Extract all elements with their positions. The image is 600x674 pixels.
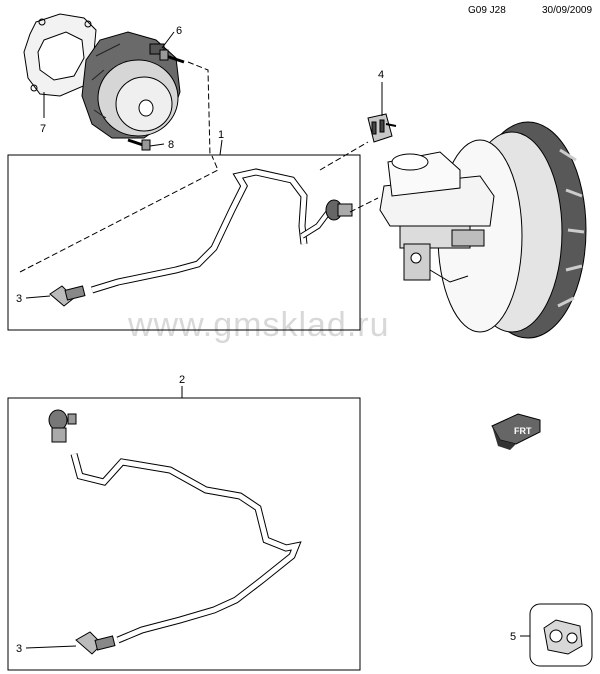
vacuum-check-valve [367, 113, 397, 143]
hose-2-top-fitting [48, 409, 77, 443]
hose-2-bottom-fitting [75, 631, 116, 655]
callout-leaders [25, 31, 530, 649]
diagram-date: 30/09/2009 [542, 5, 593, 16]
callout-8: 8 [168, 139, 174, 151]
callout-3b: 3 [16, 643, 22, 655]
hose-2-frame [7, 397, 361, 671]
master-cylinder [379, 151, 495, 283]
callout-3a: 3 [16, 293, 22, 305]
pump-gasket [23, 13, 101, 97]
diagram-code: G09 J28 [468, 5, 506, 16]
hose-1-dashed-links [19, 61, 379, 273]
callout-2: 2 [179, 374, 185, 386]
callout-7: 7 [40, 123, 46, 135]
front-direction-icon: FRT [491, 413, 541, 450]
callout-5: 5 [510, 631, 516, 643]
front-direction-label: FRT [514, 426, 532, 436]
callout-6: 6 [176, 25, 182, 37]
vacuum-hose-2 [70, 453, 302, 644]
callout-1: 1 [218, 129, 224, 141]
hose-1-booster-fitting [325, 199, 353, 221]
hose-1-frame [7, 154, 361, 331]
hose-clip [543, 619, 583, 655]
hose-1-pump-fitting [49, 285, 86, 307]
pump-screw [127, 138, 151, 151]
callout-4: 4 [378, 69, 384, 81]
vacuum-pump [81, 31, 181, 139]
vacuum-hose-1 [90, 168, 333, 294]
watermark: www.gmsklad.ru [127, 306, 390, 344]
pump-bolt [159, 49, 185, 64]
